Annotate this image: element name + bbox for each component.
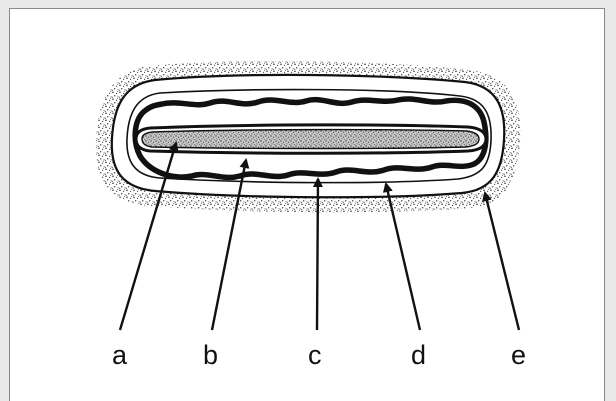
label-b: b [203, 340, 218, 370]
stippled-core [142, 130, 479, 149]
label-e: e [511, 340, 526, 370]
label-a: a [112, 340, 128, 370]
pointer-arrow-e [485, 193, 519, 330]
pointer-arrow-c [317, 179, 318, 330]
label-d: d [411, 340, 426, 370]
label-c: c [308, 340, 322, 370]
